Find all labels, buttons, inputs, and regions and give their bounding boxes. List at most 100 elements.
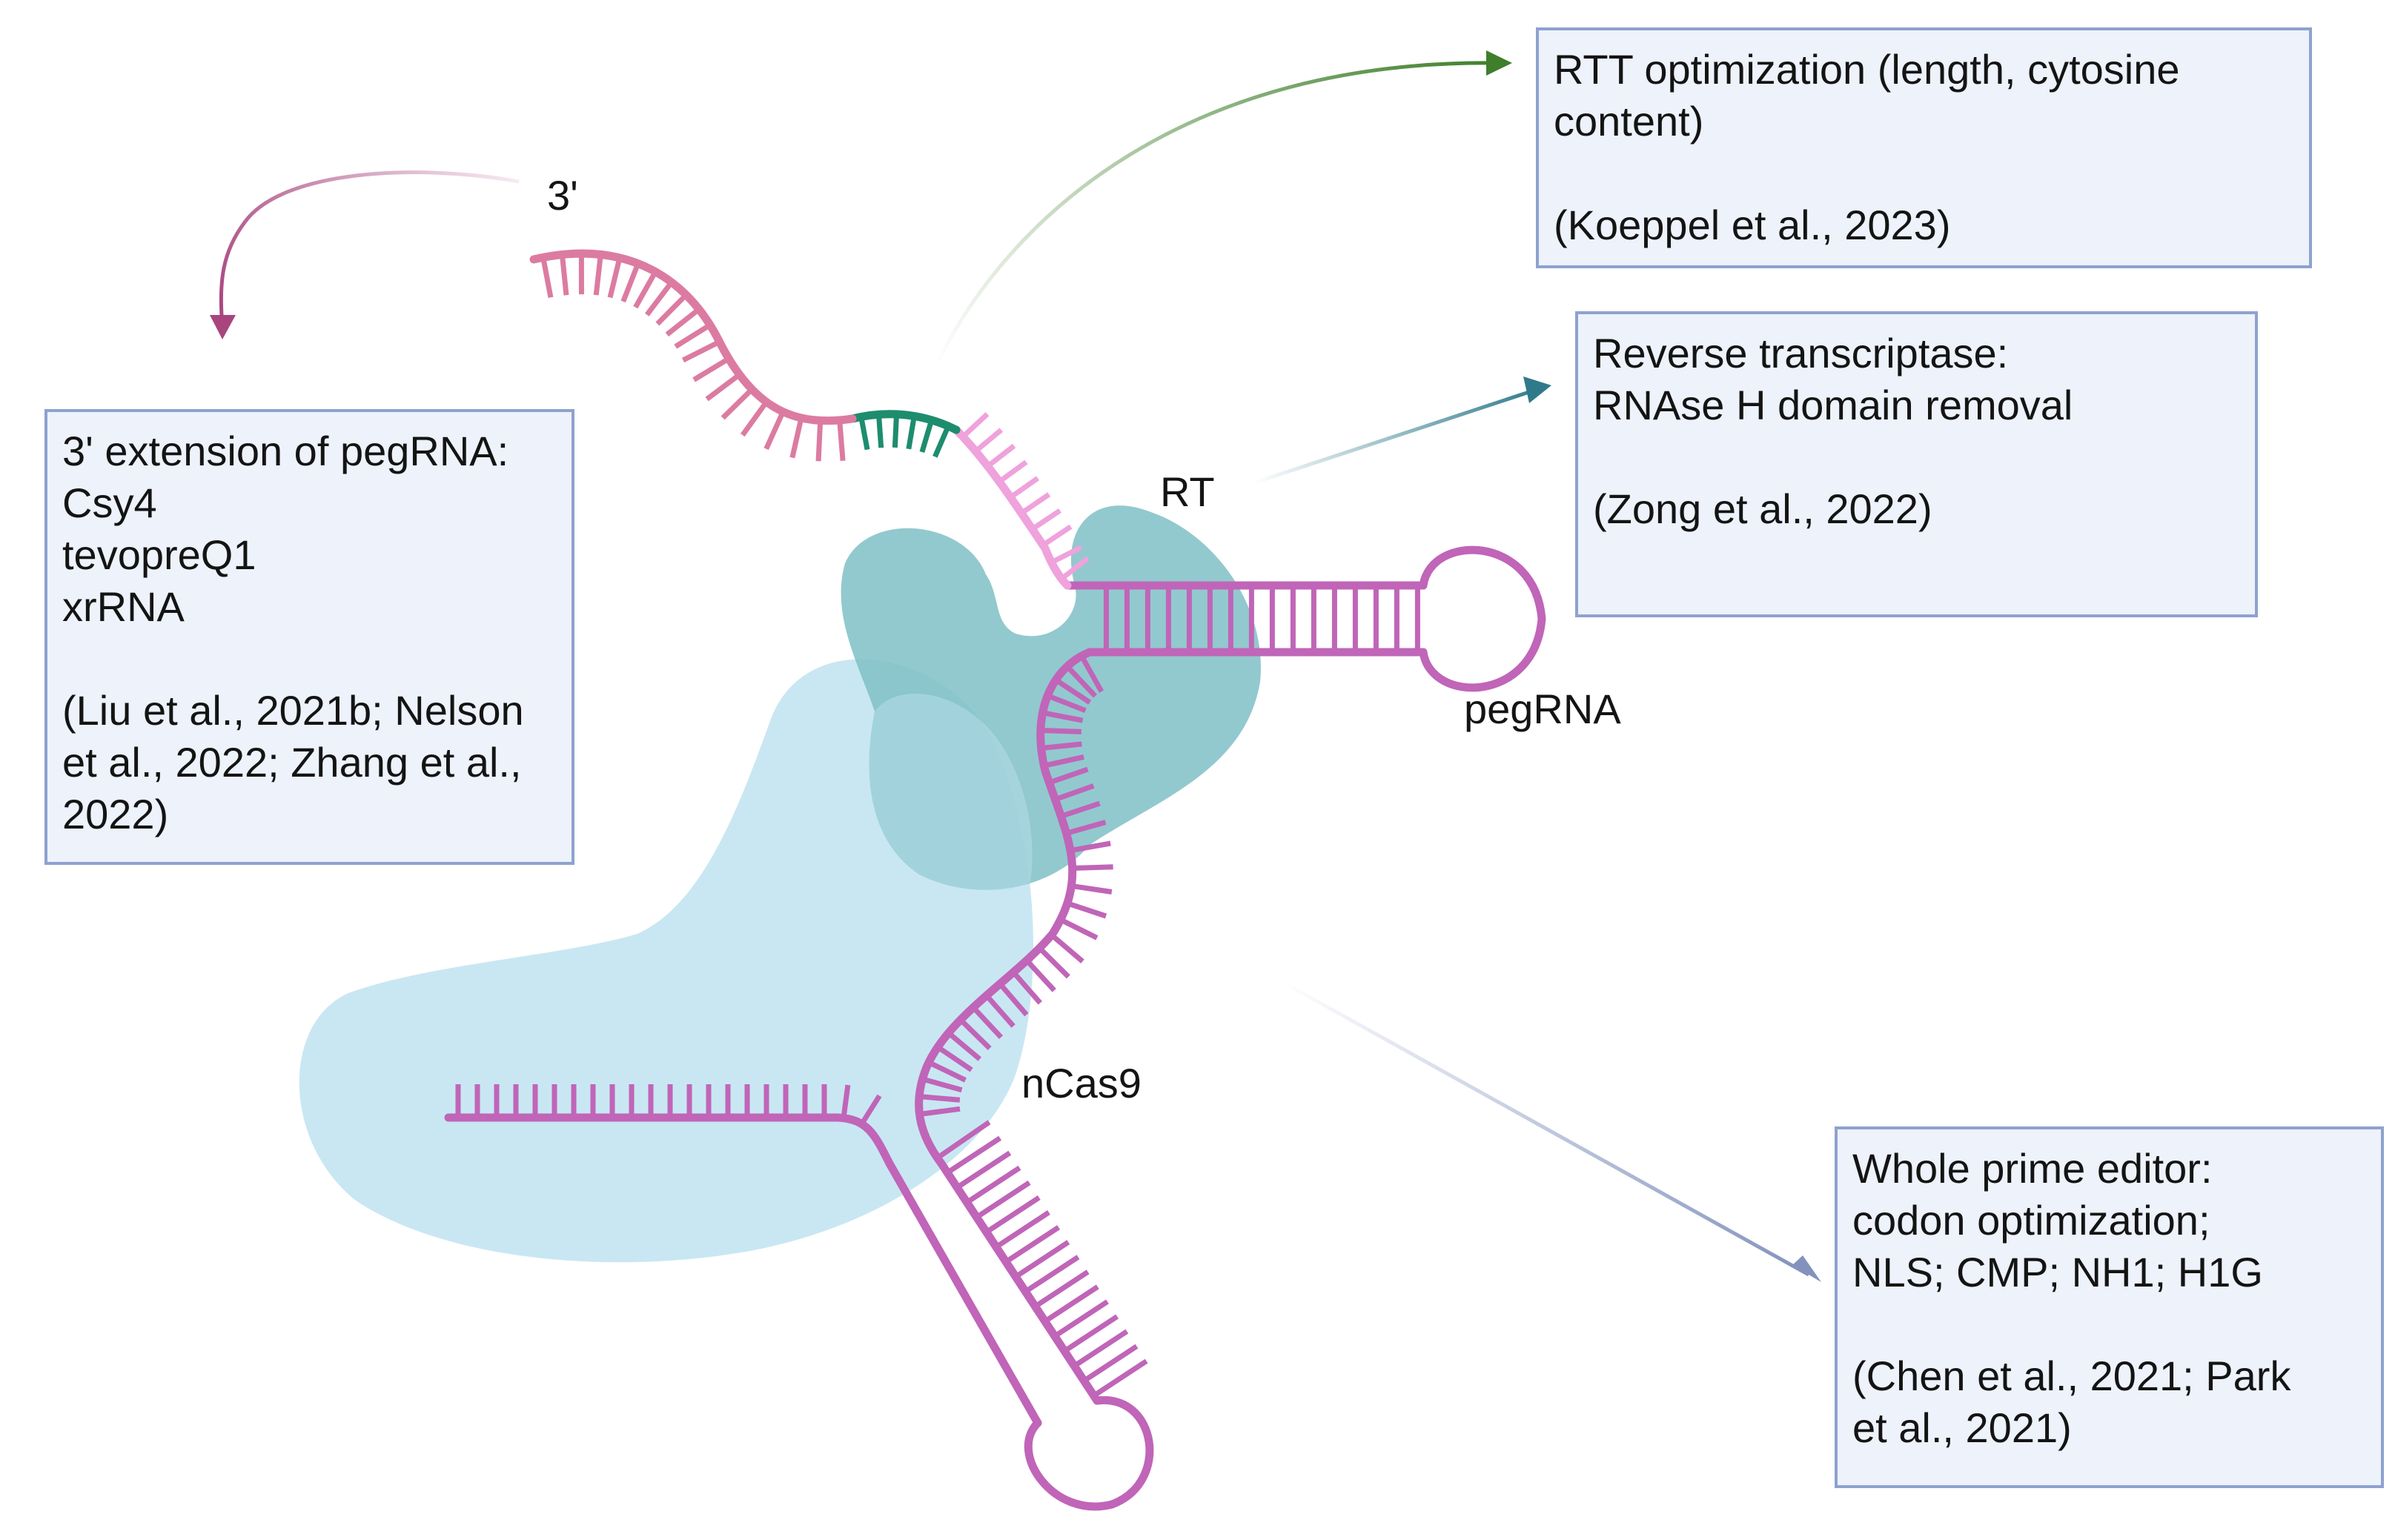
rt-line: Reverse transcriptase: — [1593, 330, 2009, 376]
base-rung — [1066, 900, 1107, 919]
base-rung — [1054, 783, 1095, 803]
base-rung — [935, 1120, 991, 1161]
base-rung — [837, 419, 846, 462]
base-rung — [1024, 958, 1056, 992]
base-rung — [674, 322, 712, 349]
rtt-ref: (Koeppel et al., 2023) — [1554, 202, 1951, 248]
base-rung — [933, 425, 951, 458]
base-rung — [1004, 1225, 1061, 1264]
base-rung — [947, 1031, 982, 1061]
base-rung — [946, 1135, 1002, 1175]
rt-ref: (Zong et al., 2022) — [1593, 485, 1932, 532]
base-rung — [540, 256, 554, 299]
base-rung — [936, 1044, 973, 1072]
green-arrow — [933, 50, 1512, 368]
base-rung — [815, 420, 824, 462]
extension-line: Csy4 — [62, 479, 157, 526]
base-rung — [1009, 476, 1040, 499]
extension-line: xrRNA — [62, 583, 185, 630]
base-rung — [1040, 728, 1081, 734]
pegrna-stem-rungs — [1103, 585, 1420, 652]
dna-rungs — [455, 1084, 882, 1126]
magenta-arrow-shaft — [219, 170, 520, 327]
base-rung — [1059, 917, 1099, 940]
base-rung — [1054, 677, 1092, 705]
base-rung — [740, 400, 769, 437]
base-rung — [681, 339, 721, 363]
base-rung — [876, 414, 884, 448]
base-rung — [633, 270, 658, 309]
base-rung — [1020, 492, 1051, 516]
base-rung — [607, 257, 623, 299]
extension-line: 3' extension of pegRNA: — [62, 428, 509, 474]
base-rung — [1043, 754, 1084, 769]
base-rung — [984, 993, 1016, 1028]
base-rung — [927, 1060, 967, 1083]
base-rung — [961, 412, 990, 439]
pegrna-label: pegRNA — [1464, 686, 1621, 732]
base-rung — [859, 1094, 882, 1126]
base-rung — [994, 1210, 1050, 1249]
base-rung — [620, 262, 641, 303]
rt-label: RT — [1160, 468, 1215, 515]
whole-prime-editor-box: Whole prime editor: codon optimization; … — [1835, 1126, 2384, 1488]
base-rung — [559, 254, 569, 296]
rt-line: RNAse H domain removal — [1593, 382, 2073, 428]
blue-arrowhead — [1792, 1255, 1821, 1282]
base-rung — [918, 1106, 961, 1117]
blue-arrow — [1281, 980, 1821, 1282]
base-rung — [921, 1076, 963, 1093]
ncas9-protein — [299, 659, 1033, 1263]
base-rung — [1050, 545, 1083, 565]
base-rung — [1041, 741, 1082, 751]
extension-line: tevopreQ1 — [62, 531, 256, 578]
lower-loop — [1024, 1396, 1154, 1511]
base-rung — [998, 459, 1028, 484]
base-rung — [1050, 932, 1084, 963]
base-rung — [1011, 970, 1042, 1005]
whole-line: NLS; CMP; NH1; H1G — [1852, 1249, 2263, 1295]
teal-arrowhead — [1523, 376, 1551, 403]
base-rung — [1065, 664, 1098, 698]
three-prime-label: 3' — [547, 172, 578, 219]
base-rung — [1065, 820, 1107, 836]
extension-ref: 2022) — [62, 791, 169, 837]
base-rung — [984, 1195, 1041, 1235]
base-rung — [1046, 693, 1087, 714]
base-rung — [1030, 508, 1061, 531]
magenta-arrow — [210, 170, 520, 339]
base-rung — [1041, 524, 1073, 548]
base-rung — [1070, 840, 1111, 854]
whole-ref: et al., 2021) — [1852, 1404, 2072, 1451]
base-rung — [1053, 1299, 1109, 1338]
base-rung — [1073, 1329, 1129, 1369]
rtt-box: RTT optimization (length, cytosine conte… — [1536, 27, 2312, 268]
base-rung — [1059, 556, 1090, 581]
rtt-line: RTT optimization (length, cytosine — [1554, 46, 2180, 93]
base-rung — [841, 1084, 851, 1119]
base-rung — [1079, 654, 1104, 693]
base-rung — [763, 411, 786, 451]
extension-ref: et al., 2022; Zhang et al., — [62, 739, 522, 786]
pbs-pale-strand — [952, 425, 1072, 590]
base-rung — [1033, 1269, 1090, 1309]
green-arrowhead — [1486, 50, 1512, 76]
base-rung — [919, 419, 935, 453]
teal-arrow — [1252, 376, 1551, 485]
whole-line: Whole prime editor: — [1852, 1145, 2213, 1192]
base-rung — [1072, 864, 1113, 872]
base-rung — [858, 416, 870, 451]
whole-ref: (Chen et al., 2021; Park — [1852, 1353, 2291, 1399]
base-rung — [975, 1180, 1031, 1220]
target-dna-strand — [444, 1113, 1042, 1427]
rt-box: Reverse transcriptase: RNAse H domain re… — [1575, 311, 2258, 617]
base-rung — [1070, 883, 1113, 895]
base-rung — [986, 443, 1016, 468]
base-rung — [998, 982, 1029, 1017]
rna-structure — [444, 249, 1546, 1511]
base-rung — [971, 1005, 1004, 1040]
extension-box: 3' extension of pegRNA: Csy4 tevopreQ1 x… — [44, 409, 574, 865]
whole-line: codon optimization; — [1852, 1197, 2210, 1244]
base-rung — [1014, 1240, 1070, 1279]
